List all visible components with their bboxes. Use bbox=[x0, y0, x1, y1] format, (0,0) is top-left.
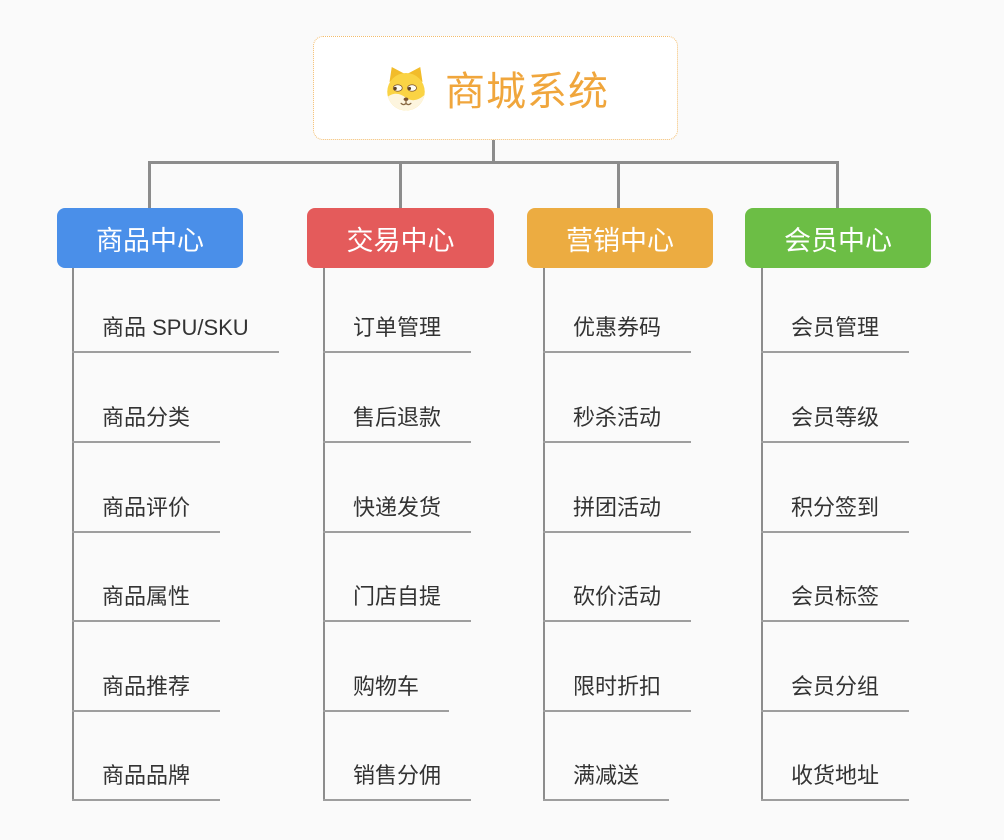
leaf-node-member-management[interactable]: 会员管理 bbox=[761, 314, 910, 353]
leaf-node-member-level[interactable]: 会员等级 bbox=[761, 404, 910, 443]
connector-drop-marketing bbox=[617, 161, 620, 208]
leaf-node-bargain-event[interactable]: 砍价活动 bbox=[543, 583, 692, 622]
connector-drop-member bbox=[836, 161, 839, 208]
branch-node-marketing-center[interactable]: 营销中心 bbox=[527, 208, 713, 268]
branch-node-product-center[interactable]: 商品中心 bbox=[57, 208, 243, 268]
branch-node-trade-center[interactable]: 交易中心 bbox=[307, 208, 494, 268]
leaf-node-points-checkin[interactable]: 积分签到 bbox=[761, 494, 910, 533]
root-title: 商城系统 bbox=[445, 70, 609, 114]
connector-column-product bbox=[72, 268, 74, 801]
leaf-node-aftersale-refund[interactable]: 售后退款 bbox=[323, 404, 472, 443]
leaf-node-coupon-code[interactable]: 优惠券码 bbox=[543, 314, 692, 353]
connector-column-member bbox=[761, 268, 763, 801]
leaf-node-spend-save[interactable]: 满减送 bbox=[543, 762, 670, 801]
leaf-node-product-brand[interactable]: 商品品牌 bbox=[72, 762, 221, 801]
root-node-mall-system[interactable]: 商城系统 bbox=[313, 36, 678, 140]
connector-horizontal-bar bbox=[148, 161, 839, 164]
connector-drop-product bbox=[148, 161, 151, 208]
leaf-node-product-spu-sku[interactable]: 商品 SPU/SKU bbox=[72, 314, 279, 353]
leaf-node-limited-discount[interactable]: 限时折扣 bbox=[543, 673, 692, 712]
leaf-node-member-groups[interactable]: 会员分组 bbox=[761, 673, 910, 712]
connector-root-stem bbox=[492, 140, 495, 163]
leaf-node-product-attribute[interactable]: 商品属性 bbox=[72, 583, 221, 622]
dog-face-icon bbox=[382, 64, 430, 112]
leaf-node-product-review[interactable]: 商品评价 bbox=[72, 494, 221, 533]
connector-column-trade bbox=[323, 268, 325, 801]
leaf-node-shopping-cart[interactable]: 购物车 bbox=[323, 673, 450, 712]
leaf-node-store-pickup[interactable]: 门店自提 bbox=[323, 583, 472, 622]
leaf-node-group-buy[interactable]: 拼团活动 bbox=[543, 494, 692, 533]
branch-node-member-center[interactable]: 会员中心 bbox=[745, 208, 931, 268]
leaf-node-product-recommend[interactable]: 商品推荐 bbox=[72, 673, 221, 712]
leaf-node-member-tags[interactable]: 会员标签 bbox=[761, 583, 910, 622]
leaf-node-shipping-address[interactable]: 收货地址 bbox=[761, 762, 910, 801]
leaf-node-express-delivery[interactable]: 快递发货 bbox=[323, 494, 472, 533]
connector-drop-trade bbox=[399, 161, 402, 208]
leaf-node-sales-commission[interactable]: 销售分佣 bbox=[323, 762, 472, 801]
connector-column-marketing bbox=[543, 268, 545, 801]
leaf-node-order-management[interactable]: 订单管理 bbox=[323, 314, 472, 353]
leaf-node-flash-sale[interactable]: 秒杀活动 bbox=[543, 404, 692, 443]
leaf-node-product-category[interactable]: 商品分类 bbox=[72, 404, 221, 443]
